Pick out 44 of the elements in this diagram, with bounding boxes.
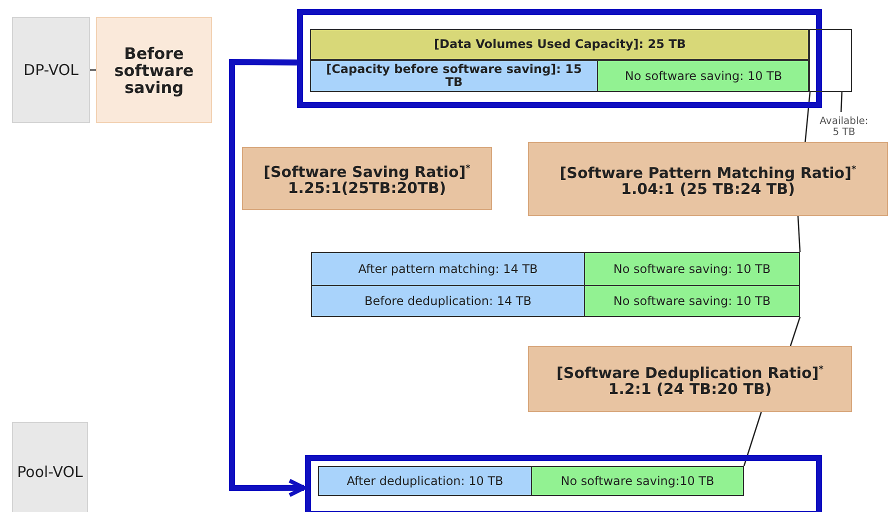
available-label: Available: 5 TB (818, 116, 870, 138)
capacity-bar (318, 466, 532, 496)
ratio-label: 1.25:1(25TB:20TB) (288, 180, 446, 196)
ratio-box (528, 142, 888, 216)
capacity-label: After deduplication: 10 TB (346, 474, 504, 488)
capacity-bar (311, 285, 585, 317)
volume-box (12, 422, 88, 512)
volume-box (12, 17, 90, 123)
connector-line (804, 92, 811, 142)
highlight-frame (305, 455, 822, 512)
capacity-label: After pattern matching: 14 TB (358, 262, 538, 276)
available-capacity-box (808, 29, 852, 92)
capacity-label: No software saving: 10 TB (613, 262, 771, 276)
capacity-label: No software saving: 10 TB (613, 294, 771, 308)
connector-line (743, 412, 762, 466)
flow-arrow (229, 58, 306, 498)
capacity-label: No software saving: 10 TB (624, 70, 782, 82)
ratio-label: 1.2:1 (24 TB:20 TB) (608, 380, 772, 396)
volume-label: Pool-VOL (17, 464, 83, 480)
ratio-label: [Software Pattern Matching Ratio]$^{*}$ (560, 162, 856, 180)
capacity-bar (531, 466, 744, 496)
connector-line (797, 216, 801, 252)
ratio-label: 1.04:1 (25 TB:24 TB) (621, 180, 795, 196)
ratio-label: [Software Deduplication Ratio]$^{*}$ (556, 362, 824, 380)
leader-line (840, 92, 843, 112)
capacity-label: No software saving:10 TB (560, 474, 714, 488)
capacity-label: [Data Volumes Used Capacity]: 25 TB (434, 38, 686, 51)
capacity-bar (310, 29, 810, 60)
capacity-bar (584, 252, 800, 286)
connector-line (790, 316, 801, 346)
volume-label: DP-VOL (24, 62, 78, 78)
connector-line (90, 69, 96, 71)
capacity-bar (584, 285, 800, 317)
capacity-label: [Capacity before software saving]: 15 TB (325, 63, 583, 89)
capacity-label: Before deduplication: 14 TB (364, 294, 532, 308)
phase-label: Before software saving (113, 44, 195, 96)
capacity-bar (311, 252, 585, 286)
capacity-bar (597, 60, 810, 92)
capacity-bar (310, 60, 598, 92)
ratio-label: [Software Saving Ratio]$^{*}$ (264, 162, 470, 180)
ratio-box (242, 147, 492, 210)
highlight-frame (297, 9, 822, 108)
ratio-box (528, 346, 852, 412)
phase-box (96, 17, 212, 123)
